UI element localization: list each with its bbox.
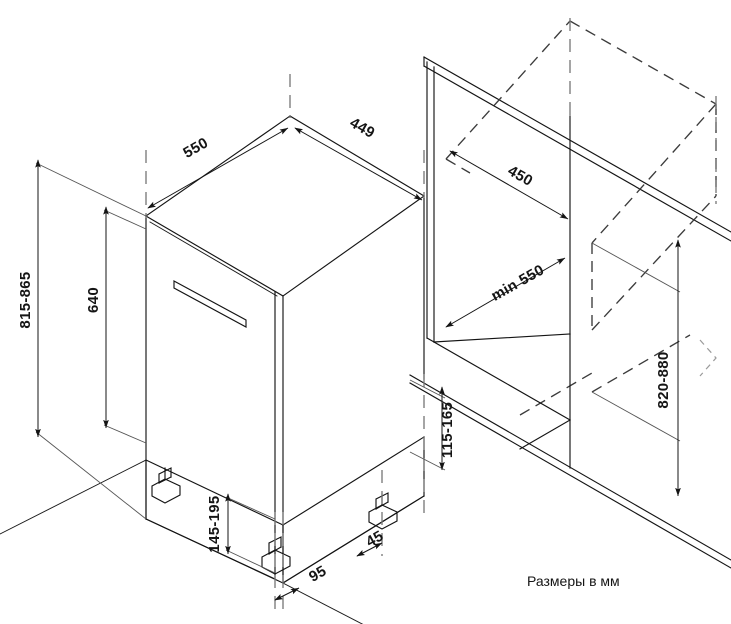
dimension-height-total: 815-865: [17, 159, 147, 520]
dimension-foot-front: 95: [274, 562, 329, 601]
foot-front-left: [151, 467, 181, 504]
dimension-label-height-total: 815-865: [17, 271, 34, 328]
dimension-niche-depth: min 550: [445, 257, 566, 328]
dimension-label-height-body: 640: [85, 287, 102, 313]
dimension-label-niche-depth: min 550: [488, 261, 547, 304]
dimension-label-foot-rear: 45: [363, 527, 386, 550]
dimension-niche-width: 450: [449, 150, 569, 220]
plinth-panel: [0, 436, 425, 624]
dimension-label-depth-top: 550: [180, 134, 211, 162]
cabinet-niche: [409, 61, 731, 569]
dimension-label-niche-height: 820-880: [655, 351, 672, 408]
countertop: [423, 56, 731, 242]
dimension-label-niche-plinth: 115-165: [439, 402, 456, 458]
units-caption: Размеры в мм: [527, 573, 620, 589]
dimension-niche-height: 820-880: [591, 239, 681, 497]
dimension-plinth-height: 145-195: [206, 493, 276, 574]
dimension-niche-plinth: 115-165: [409, 379, 456, 471]
cabinet-niche-hidden-outline: [445, 20, 717, 416]
dimension-label-foot-front: 95: [306, 562, 329, 585]
center-lines: [145, 18, 717, 612]
foot-rear-right: [368, 492, 398, 530]
dimension-height-body: 640: [85, 206, 147, 444]
dimension-foot-rear: 45: [356, 527, 386, 557]
dimension-label-width-top: 449: [347, 114, 378, 142]
recessed-door-handle: [173, 280, 247, 328]
dimension-label-plinth-height: 145-195: [206, 495, 223, 552]
